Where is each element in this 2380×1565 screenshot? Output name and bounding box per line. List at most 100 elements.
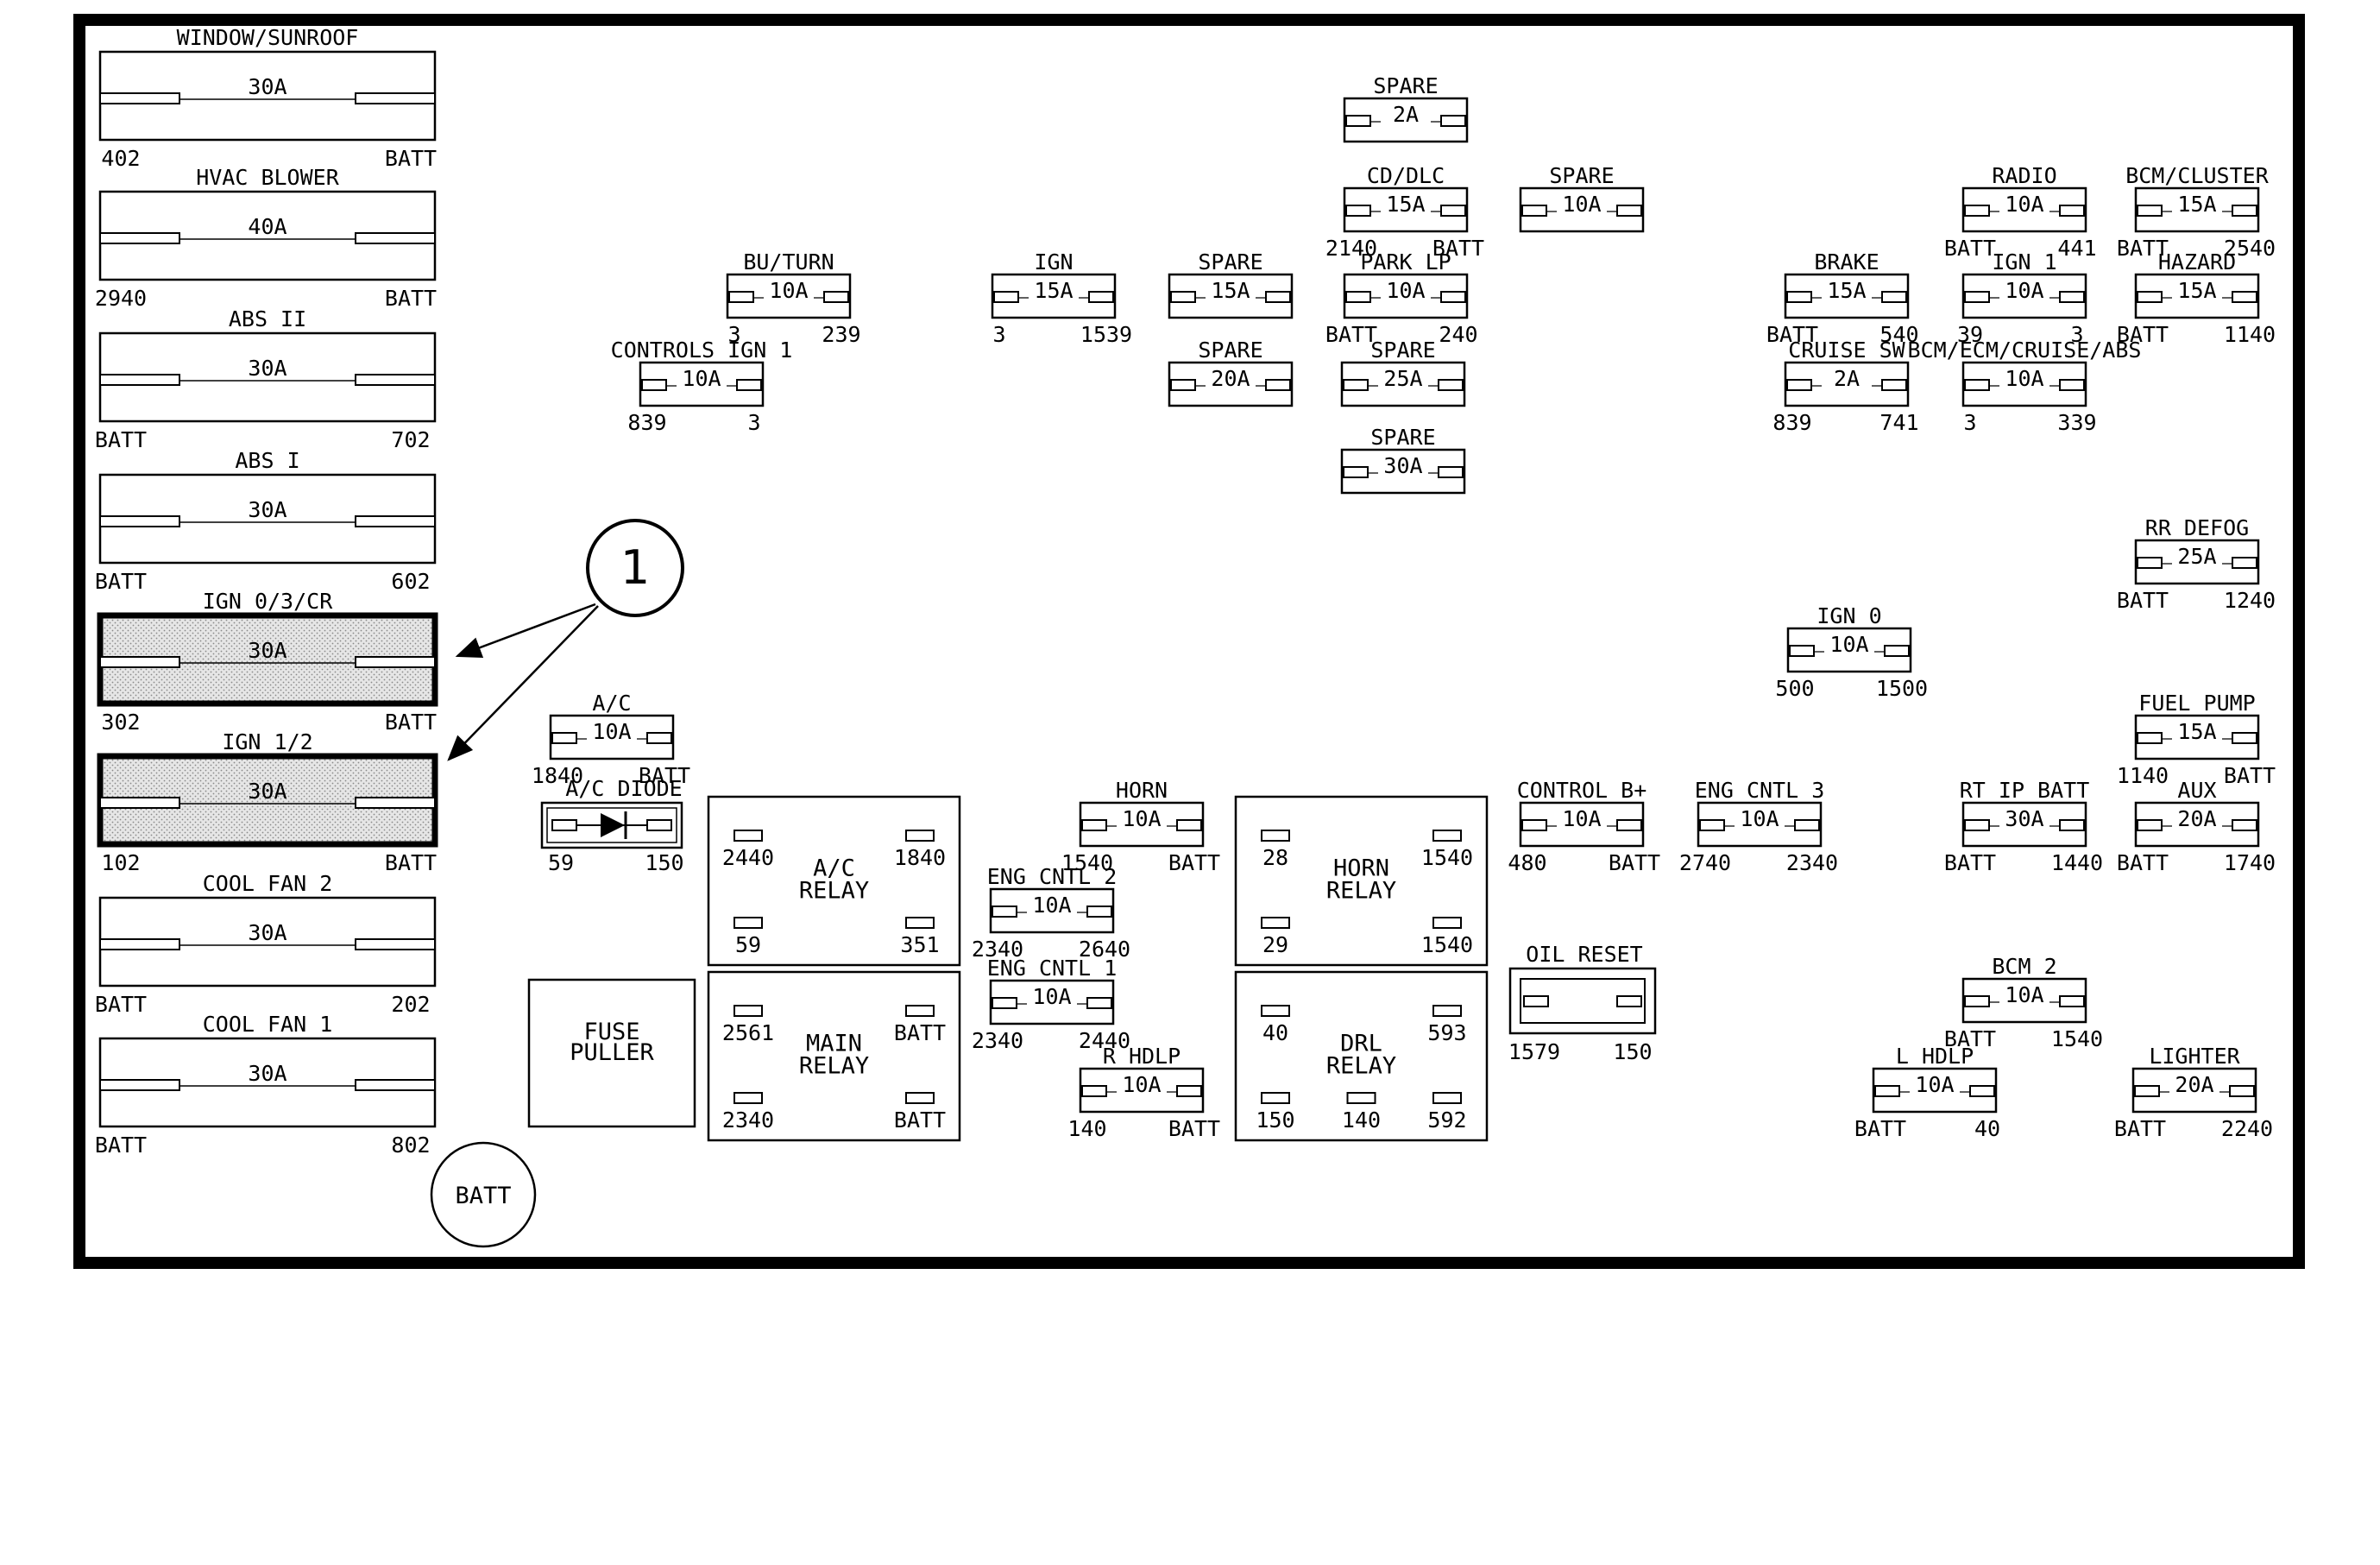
batt-post[interactable]: BATT xyxy=(430,1141,537,1248)
fuse-rating: 10A xyxy=(2005,366,2043,391)
circuit-right: 702 xyxy=(391,427,430,452)
circuit-right: BATT xyxy=(385,286,437,311)
rating-bg xyxy=(1999,195,2049,214)
blade-right xyxy=(1440,115,1466,127)
blade-left xyxy=(1170,291,1196,303)
rating-bg xyxy=(1381,105,1431,124)
circuit-left: 2340 xyxy=(972,937,1023,962)
circuit-left: BATT xyxy=(1944,850,1996,875)
blade-left xyxy=(1964,291,1990,303)
fuse-name: SPARE xyxy=(1370,425,1435,450)
blade-right xyxy=(355,656,436,668)
blade-left xyxy=(99,938,180,950)
relay-pin xyxy=(1261,1092,1290,1104)
circuit-left: 839 xyxy=(627,410,666,435)
relay-pin xyxy=(1346,1092,1376,1104)
blade-right xyxy=(1881,291,1907,303)
circuit-right: 1740 xyxy=(2224,850,2276,875)
blade-right xyxy=(355,92,436,104)
pin-circuit: 592 xyxy=(1427,1107,1466,1133)
relay-pin xyxy=(734,917,763,929)
circuit-right: BATT xyxy=(1432,236,1484,261)
fuse-name: SPARE xyxy=(1198,338,1262,363)
fuse-name: HAZARD xyxy=(2158,249,2236,275)
rating-bg xyxy=(1378,369,1428,388)
blade-left xyxy=(1789,645,1815,657)
pin-circuit: 1540 xyxy=(1421,845,1473,870)
fuse-name: IGN xyxy=(1034,249,1073,275)
fuse-rating: 25A xyxy=(1383,366,1422,391)
blade-right xyxy=(646,732,672,744)
fuse-name: PARK LP xyxy=(1360,249,1451,275)
rating-bg xyxy=(1381,281,1431,300)
circuit-left: BATT xyxy=(2117,236,2169,261)
fuse-name: HORN xyxy=(1116,778,1168,803)
rating-bg xyxy=(1117,810,1167,829)
relay-pin xyxy=(1432,917,1462,929)
circuit-right: 240 xyxy=(1439,322,1477,347)
blade-left xyxy=(1170,379,1196,391)
rating-bg xyxy=(1735,810,1785,829)
fuse-name: ENG CNTL 3 xyxy=(1695,778,1825,803)
circuit-left: 2740 xyxy=(1679,850,1731,875)
rating-bg xyxy=(1822,369,1872,388)
blade-left xyxy=(1081,1085,1107,1097)
fuse-rating: 15A xyxy=(1034,278,1073,303)
circuit-right: BATT xyxy=(2224,763,2276,788)
circuit-left: 1140 xyxy=(2117,763,2169,788)
blade-left xyxy=(1343,379,1369,391)
circuit-right: BATT xyxy=(1168,1116,1220,1141)
fuse-rating: 30A xyxy=(248,356,286,381)
blade-right xyxy=(1440,291,1466,303)
circuit-right: 1540 xyxy=(2051,1026,2103,1051)
